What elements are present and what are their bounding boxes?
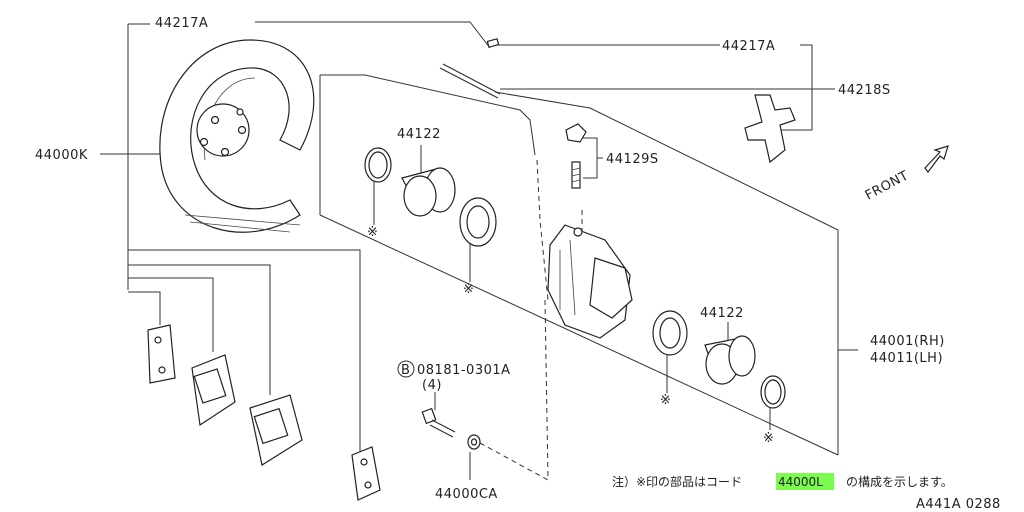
leader-lines (100, 21, 858, 480)
diagram-id: A441A 0288 (916, 497, 1001, 512)
note-prefix: 注）※印の部品はコード (612, 474, 742, 489)
assembly-outline (319, 74, 839, 456)
bolt-marker-letter: B (401, 363, 410, 378)
bolt-and-washer (421, 407, 481, 450)
label-44218S: 44218S (838, 83, 891, 98)
label-08181-0301A: 08181-0301A (417, 363, 511, 378)
label-44122-bottom: 44122 (700, 306, 744, 321)
asterisk-mark: ※ (660, 393, 671, 408)
backing-plate (159, 39, 315, 233)
label-bolt-qty: (4) (422, 378, 442, 393)
pads-and-shims (147, 324, 381, 501)
asterisk-mark: ※ (367, 225, 378, 240)
label-44217A-right: 44217A (722, 39, 775, 54)
guide-pin (439, 38, 501, 99)
bleeder-screw (565, 123, 587, 189)
asterisk-mark: ※ (763, 431, 774, 446)
note-code-highlight (776, 473, 834, 490)
front-arrow-icon (924, 145, 949, 173)
label-44001-rh: 44001(RH) (870, 334, 945, 349)
caliper-body (547, 224, 633, 339)
top-piston-group (364, 147, 497, 247)
asterisk-mark: ※ (463, 282, 474, 297)
label-44000K: 44000K (35, 148, 88, 163)
front-label: FRONT (863, 168, 911, 203)
bolt-marker-circle (397, 360, 415, 378)
label-44000CA: 44000CA (435, 487, 498, 502)
note-code: 44000L (778, 475, 823, 489)
note-suffix: の構成を示します。 (846, 475, 953, 489)
dashed-guides (479, 159, 583, 481)
label-44217A-top: 44217A (155, 16, 208, 31)
bottom-piston-group (652, 310, 786, 409)
label-44011-lh: 44011(LH) (870, 351, 943, 366)
shim-clip (744, 94, 796, 164)
label-44122-top: 44122 (397, 127, 441, 142)
label-44129S: 44129S (606, 152, 659, 167)
